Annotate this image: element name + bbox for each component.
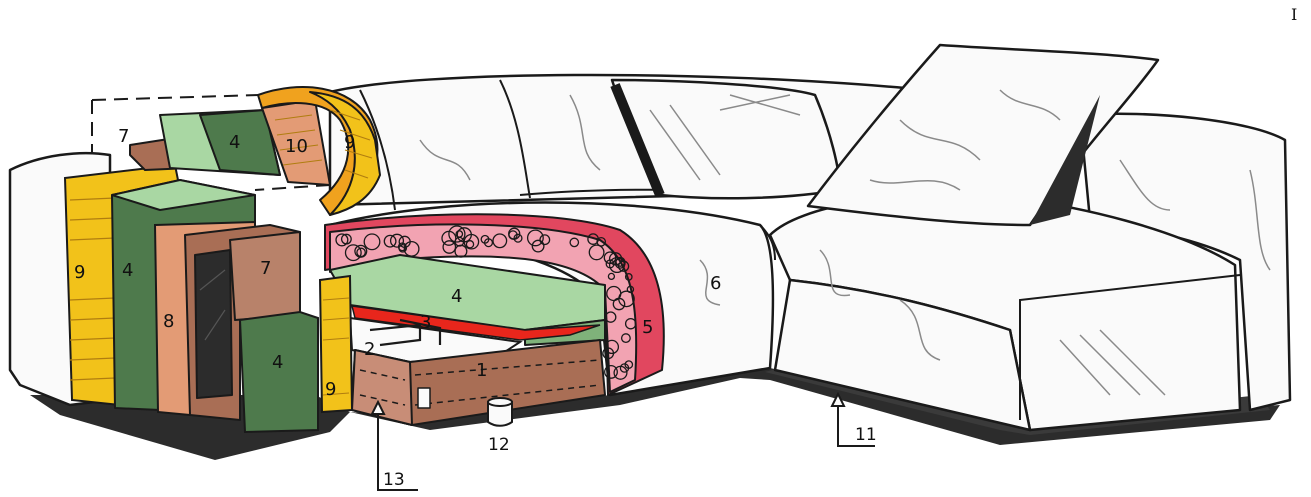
sofa-shading (419, 94, 1271, 396)
green-foam-block-vertical (111, 179, 256, 411)
sofa-foot (487, 397, 513, 427)
callout-13: 13 (383, 470, 405, 490)
green-foam-block-bottom (238, 310, 319, 434)
callout-10: 10 (285, 136, 308, 157)
yellow-board-front (318, 274, 354, 414)
callout-1: 1 (476, 360, 487, 381)
callout-4-left: 4 (122, 260, 133, 281)
callout-2: 2 (364, 339, 375, 360)
cutaway-dashed-outline (91, 94, 331, 191)
pillow-sketch-lines (649, 89, 1061, 191)
board-grain-lines (274, 109, 373, 179)
callout-7-top: 7 (118, 126, 129, 147)
callout-4-seat: 4 (451, 286, 462, 307)
callout-9-top: 9 (344, 132, 355, 153)
callout-7-frame: 7 (260, 258, 271, 279)
callout-9-front: 9 (325, 379, 336, 400)
callout-3: 3 (420, 312, 431, 333)
throw-pillows (610, 43, 1160, 227)
foam-bubbles (335, 225, 637, 380)
callout-6: 6 (710, 273, 721, 294)
brown-frame-block (184, 224, 301, 421)
callout-11: 11 (855, 425, 877, 445)
callout-labels: 1 2 3 4 4 4 4 5 6 7 7 8 9 9 9 10 11 12 1… (74, 5, 1297, 490)
callout-4-top: 4 (229, 132, 240, 153)
callout-4-bottom: 4 (272, 352, 283, 373)
upper-back-pieces (129, 86, 381, 216)
figure-corner-label: I (1291, 5, 1297, 24)
callout-8: 8 (163, 311, 174, 332)
height-arrows (370, 391, 875, 491)
callout-9-left: 9 (74, 262, 85, 283)
callout-5: 5 (642, 317, 653, 338)
pink-foam-cushion (324, 213, 665, 396)
callout-12: 12 (488, 435, 510, 455)
